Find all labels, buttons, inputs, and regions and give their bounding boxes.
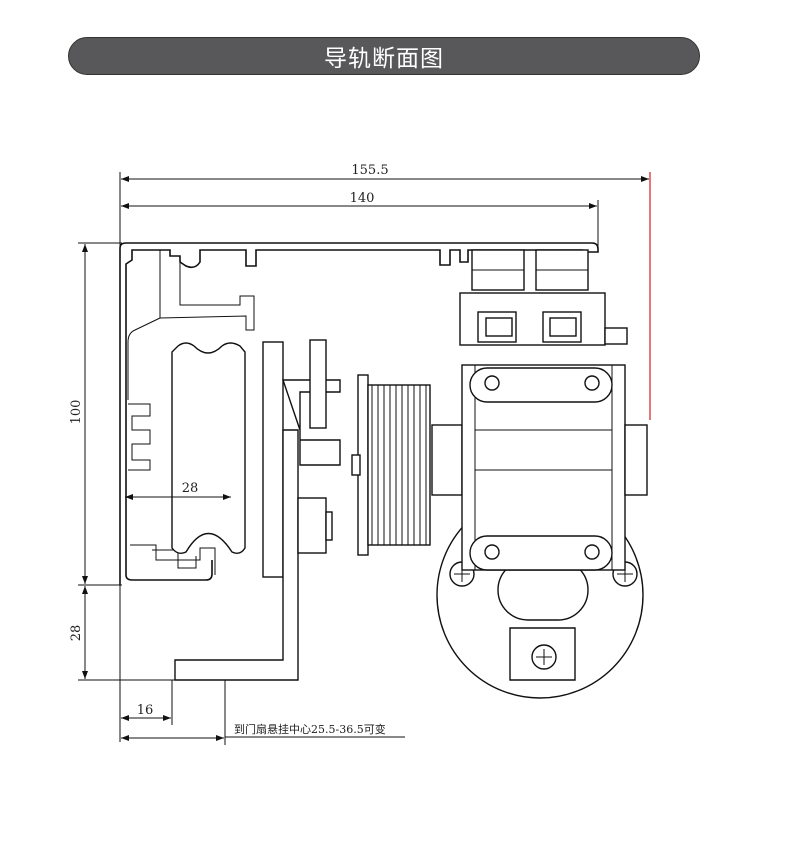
guide-wheel: 28 xyxy=(125,342,246,555)
motor-assembly xyxy=(436,249,648,699)
page-title: 导轨断面图 xyxy=(324,46,444,72)
drive-pulley xyxy=(351,374,463,556)
dimension-label: 155.5 xyxy=(351,163,388,178)
hanger-bracket xyxy=(174,339,341,681)
dimension-label: 16 xyxy=(137,703,154,718)
dimension-rail-height: 100 xyxy=(69,242,122,586)
dimension-label: 28 xyxy=(69,625,84,642)
dimension-label: 140 xyxy=(350,191,375,206)
rail-profile xyxy=(119,242,599,585)
dimension-bracket-height: 28 xyxy=(69,586,176,681)
dimension-hanging-center: 到门扇悬挂中心25.5-36.5可变 xyxy=(121,660,405,745)
dimension-label: 100 xyxy=(69,400,84,425)
title-banner: 导轨断面图 xyxy=(68,37,700,75)
dimension-bracket-offset: 16 xyxy=(121,680,173,725)
annotation-text: 到门扇悬挂中心25.5-36.5可变 xyxy=(234,722,386,736)
screw-icon xyxy=(531,644,557,670)
dimension-rail-width: 140 xyxy=(121,191,599,248)
dimension-label: 28 xyxy=(182,481,199,496)
